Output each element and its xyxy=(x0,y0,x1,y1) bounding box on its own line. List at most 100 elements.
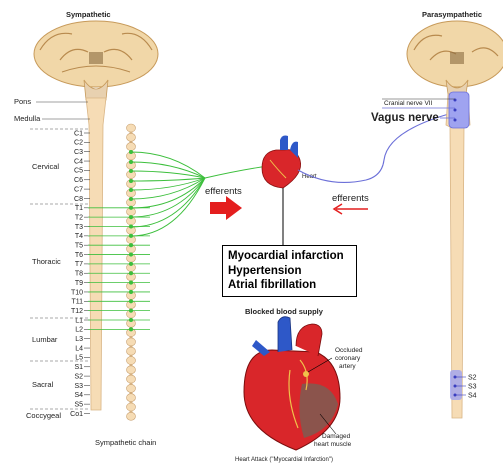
vertebra-C4: C4 xyxy=(74,158,83,165)
vertebra-T5: T5 xyxy=(75,243,83,250)
ganglion-dot xyxy=(129,318,132,321)
condition-2: Hypertension xyxy=(228,264,351,279)
thoracic-cardiac-nerve xyxy=(131,178,205,208)
ganglion-dot xyxy=(129,290,132,293)
ganglion-dot xyxy=(129,244,132,247)
vertebra-S2: S2 xyxy=(74,373,83,380)
chain-ganglion xyxy=(127,366,136,374)
efferents-left-label: efferents xyxy=(205,186,242,197)
region-thoracic: Thoracic xyxy=(32,257,61,266)
vertebra-C7: C7 xyxy=(74,186,83,193)
vagus-nerve-label: Vagus nerve xyxy=(371,112,439,124)
vertebra-S5: S5 xyxy=(74,401,83,408)
right-brain-illustration xyxy=(407,21,503,94)
vertebra-T7: T7 xyxy=(75,261,83,268)
ganglion-dot xyxy=(129,262,132,265)
vertebra-C3: C3 xyxy=(74,149,83,156)
ganglion-dot xyxy=(129,300,132,303)
ganglion-dot xyxy=(129,309,132,312)
efferents-right-label: efferents xyxy=(332,193,369,204)
damaged-line-2: heart muscle xyxy=(314,441,352,448)
chain-ganglion xyxy=(127,375,136,383)
vertebra-C5: C5 xyxy=(74,168,83,175)
vertebra-L4: L4 xyxy=(75,345,83,352)
occluded-line-2: coronary xyxy=(335,355,361,362)
vertebra-S4: S4 xyxy=(74,392,83,399)
vertebra-Co1: Co1 xyxy=(70,411,83,418)
vertebra-S3: S3 xyxy=(74,383,83,390)
chain-ganglion xyxy=(127,347,136,355)
conditions-box: Myocardial infarction Hypertension Atria… xyxy=(222,245,357,297)
chain-ganglion xyxy=(127,143,136,151)
vertebra-T11: T11 xyxy=(71,299,83,306)
brainstem-nuclei xyxy=(449,92,469,128)
chain-ganglion xyxy=(127,403,136,411)
vertebra-L3: L3 xyxy=(75,336,83,343)
vertebra-C6: C6 xyxy=(74,177,83,184)
blocked-blood-supply-title: Blocked blood supply xyxy=(245,307,324,316)
vertebra-T9: T9 xyxy=(75,280,83,287)
chain-ganglion xyxy=(127,124,136,132)
thoracic-cardiac-nerve xyxy=(131,178,205,236)
chain-ganglion xyxy=(127,412,136,420)
left-brain-illustration xyxy=(34,21,158,100)
vertebra-L1: L1 xyxy=(75,317,83,324)
cervical-cardiac-nerve xyxy=(131,178,205,181)
region-coccygeal: Coccygeal xyxy=(26,411,61,420)
chain-ganglion xyxy=(127,394,136,402)
sympathetic-nerves xyxy=(88,150,268,331)
right-spinal-cord xyxy=(446,94,470,418)
sympathetic-chain-label: Sympathetic chain xyxy=(95,438,156,447)
sympathetic-title: Sympathetic xyxy=(66,10,111,19)
vertebra-T12: T12 xyxy=(71,308,83,315)
region-sacral: Sacral xyxy=(32,380,54,389)
ganglion-dot xyxy=(129,253,132,256)
vertebra-T2: T2 xyxy=(75,214,83,221)
ganglion-dot xyxy=(129,225,132,228)
ganglion-dot xyxy=(129,281,132,284)
thoracic-cardiac-nerve xyxy=(131,178,205,227)
cervical-cardiac-nerve xyxy=(131,171,205,178)
vertebra-T4: T4 xyxy=(75,233,83,240)
chain-ganglion xyxy=(127,357,136,365)
damaged-line-1: Damaged xyxy=(322,433,351,440)
heart-attack-caption: Heart Attack ("Myocardial Infarction") xyxy=(235,457,333,463)
para-S4: S4 xyxy=(468,392,477,399)
vertebra-C8: C8 xyxy=(74,196,83,203)
vertebra-T6: T6 xyxy=(75,252,83,259)
vertebra-T1: T1 xyxy=(75,205,83,212)
left-spinal-cord xyxy=(86,98,106,410)
vertebra-L2: L2 xyxy=(75,327,83,334)
vertebra-T8: T8 xyxy=(75,271,83,278)
condition-1: Myocardial infarction xyxy=(228,249,351,264)
para-S3: S3 xyxy=(468,383,477,390)
occluded-line-1: Occluded xyxy=(335,347,363,354)
region-lumbar: Lumbar xyxy=(32,335,58,344)
ganglion-dot xyxy=(129,272,132,275)
chain-ganglion xyxy=(127,338,136,346)
medulla-label: Medulla xyxy=(14,114,41,123)
vertebra-C2: C2 xyxy=(74,140,83,147)
vertebra-T10: T10 xyxy=(71,289,83,296)
cervical-cardiac-nerve xyxy=(131,152,205,178)
cranial-nerve-label: Cranial nerve VII xyxy=(384,100,433,107)
efferent-arrow-icon xyxy=(210,196,242,220)
occluded-line-3: artery xyxy=(339,363,356,370)
pons-label: Pons xyxy=(14,97,31,106)
chain-ganglion xyxy=(127,384,136,392)
chain-ganglion xyxy=(127,133,136,141)
heart-icon xyxy=(262,136,301,189)
para-S2: S2 xyxy=(468,374,477,381)
vertebra-labels: C1C2C3C4C5C6C7C8T1T2T3T4T5T6T7T8T9T10T11… xyxy=(70,130,90,418)
infarction-heart-icon xyxy=(244,317,340,450)
vertebra-T3: T3 xyxy=(75,224,83,231)
ganglion-dot xyxy=(129,328,132,331)
vertebra-C1: C1 xyxy=(74,130,83,137)
vertebra-S1: S1 xyxy=(74,364,83,371)
parasympathetic-title: Parasympathetic xyxy=(422,10,482,19)
region-cervical: Cervical xyxy=(32,162,59,171)
condition-3: Atrial fibrillation xyxy=(228,278,351,293)
vertebra-L5: L5 xyxy=(75,355,83,362)
